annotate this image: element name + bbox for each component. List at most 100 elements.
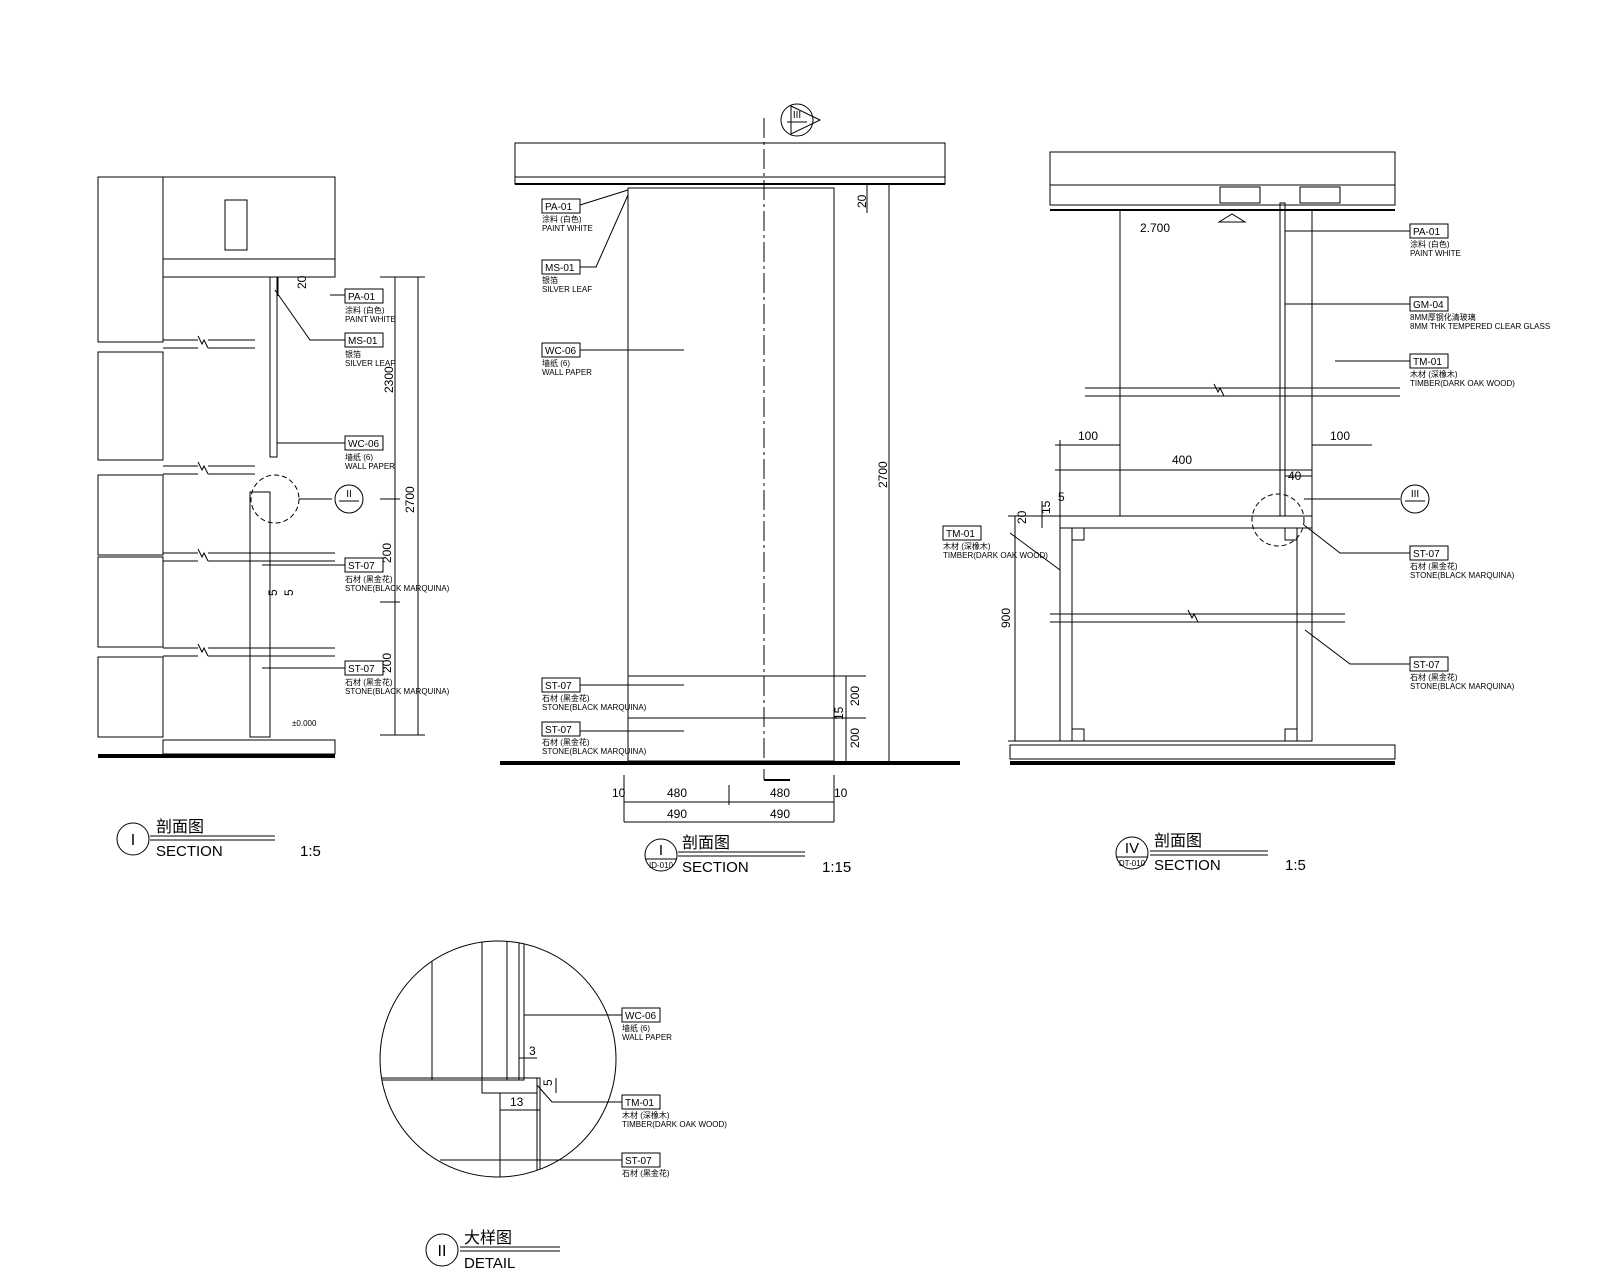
wallpaper-panel	[269, 276, 278, 458]
ceiling-slab	[162, 176, 336, 260]
frame-corner	[1071, 527, 1085, 541]
callout-III-label: III	[1411, 489, 1419, 500]
concrete-wall-block	[97, 351, 164, 461]
section-2-dimension-lines	[623, 184, 890, 823]
wallpaper-column	[627, 187, 835, 677]
svg-text:TIMBER(DARK OAK WOOD): TIMBER(DARK OAK WOOD)	[1410, 379, 1515, 388]
tag-st-07-upper: ST-07 石材 (黑金花) STONE(BLACK MARQUINA)	[1409, 545, 1515, 580]
dimension-40: 40	[1288, 469, 1302, 483]
tag-ms-01: MS-01 银箔 SILVER LEAF	[541, 259, 592, 294]
svg-text:PA-01: PA-01	[348, 292, 375, 303]
svg-text:TM-01: TM-01	[625, 1098, 654, 1109]
svg-text:PA-01: PA-01	[1413, 227, 1440, 238]
ceiling-channel	[1299, 186, 1341, 204]
svg-text:ST-07: ST-07	[1413, 660, 1440, 671]
glass-panel	[1279, 202, 1286, 517]
dimension-480-left: 480	[667, 786, 687, 800]
dimension-10-right: 10	[834, 786, 848, 800]
svg-text:石材 (黑金花): 石材 (黑金花)	[542, 693, 590, 703]
counter-void	[1071, 527, 1298, 742]
dimension-20: 20	[855, 194, 869, 208]
svg-text:涂料 (白色): 涂料 (白色)	[542, 214, 582, 224]
svg-text:剖面图: 剖面图	[682, 834, 730, 852]
tag-st-07-lower: ST-07 石材 (黑金花) STONE(BLACK MARQUINA)	[344, 660, 450, 696]
detail-callout-circle	[1251, 493, 1305, 547]
svg-text:MS-01: MS-01	[545, 263, 575, 274]
ceiling-board	[1049, 184, 1396, 206]
svg-text:PAINT WHITE: PAINT WHITE	[542, 224, 593, 233]
svg-text:银箔: 银箔	[345, 349, 361, 359]
stone-skirting	[249, 491, 271, 738]
svg-text:WALL PAPER: WALL PAPER	[345, 462, 395, 471]
svg-text:SECTION: SECTION	[682, 859, 749, 876]
dimension-5-lower: 5	[282, 589, 296, 596]
section-1-leaders	[262, 289, 345, 669]
concrete-wall-block	[97, 176, 164, 343]
svg-text:DETAIL: DETAIL	[464, 1255, 515, 1272]
svg-text:涂料 (白色): 涂料 (白色)	[345, 305, 385, 315]
svg-text:PAINT WHITE: PAINT WHITE	[1410, 249, 1461, 258]
svg-text:STONE(BLACK MARQUINA): STONE(BLACK MARQUINA)	[345, 687, 450, 696]
svg-text:SILVER LEAF: SILVER LEAF	[345, 359, 395, 368]
svg-text:木材 (深橡木): 木材 (深橡木)	[943, 541, 991, 551]
svg-text:TM-01: TM-01	[946, 529, 975, 540]
dimension-200-lower: 200	[848, 728, 862, 748]
svg-text:8MM THK TEMPERED CLEAR GLASS: 8MM THK TEMPERED CLEAR GLASS	[1410, 322, 1550, 331]
ceiling-channel	[224, 199, 248, 251]
tag-st-07-lower: ST-07 石材 (黑金花) STONE(BLACK MARQUINA)	[541, 721, 647, 756]
section-arrow	[790, 105, 822, 135]
concrete-wall-block	[97, 656, 164, 738]
svg-text:ST-07: ST-07	[545, 725, 572, 736]
ceiling-board	[162, 258, 336, 278]
svg-text:ST-07: ST-07	[348, 561, 375, 572]
stone-band-lower	[627, 717, 835, 762]
ceiling-slab	[1049, 151, 1396, 186]
counter-top	[1059, 515, 1313, 529]
detail-dimension-13: 13	[510, 1095, 524, 1109]
svg-text:TIMBER(DARK OAK WOOD): TIMBER(DARK OAK WOOD)	[622, 1120, 727, 1129]
section-4-drawing: 2.700 100 400 100	[942, 151, 1550, 874]
callout-III-symbol	[1400, 484, 1430, 514]
dimension-200-lower: 200	[380, 653, 394, 673]
callout-II-label: II	[346, 489, 352, 500]
svg-text:WC-06: WC-06	[545, 346, 577, 357]
svg-text:银箔: 银箔	[542, 275, 558, 285]
dimension-15: 15	[832, 706, 846, 720]
svg-text:1:5: 1:5	[300, 843, 321, 860]
tag-pa-01: PA-01 涂料 (白色) PAINT WHITE	[541, 198, 593, 233]
dimension-5-upper: 5	[266, 589, 280, 596]
svg-text:墙纸 (6): 墙纸 (6)	[622, 1023, 650, 1033]
svg-text:MS-01: MS-01	[348, 336, 378, 347]
frame-corner	[1284, 527, 1298, 541]
svg-text:1:15: 1:15	[822, 859, 851, 876]
svg-text:木材 (深橡木): 木材 (深橡木)	[622, 1110, 670, 1120]
tag-st-07-lower: ST-07 石材 (黑金花) STONE(BLACK MARQUINA)	[1409, 656, 1515, 691]
svg-text:WC-06: WC-06	[625, 1011, 657, 1022]
svg-text:石材 (黑金花): 石材 (黑金花)	[345, 677, 393, 687]
counter-side-right	[1296, 527, 1313, 742]
svg-text:PAINT WHITE: PAINT WHITE	[345, 315, 396, 324]
dimension-2300: 2300	[382, 366, 396, 393]
svg-text:STONE(BLACK MARQUINA): STONE(BLACK MARQUINA)	[542, 703, 647, 712]
dimension-100-right: 100	[1330, 429, 1350, 443]
ceiling-level: 2.700	[1140, 221, 1170, 235]
dimension-900: 900	[999, 608, 1013, 628]
concrete-wall-block	[97, 556, 164, 648]
svg-text:石材 (黑金花): 石材 (黑金花)	[622, 1168, 670, 1178]
dimension-490-right: 490	[770, 807, 790, 821]
svg-text:石材 (黑金花): 石材 (黑金花)	[1410, 561, 1458, 571]
svg-text:ST-07: ST-07	[545, 681, 572, 692]
svg-text:STONE(BLACK MARQUINA): STONE(BLACK MARQUINA)	[542, 747, 647, 756]
tag-wc-06: WC-06 墙纸 (6) WALL PAPER	[541, 342, 592, 377]
section-4-leaders	[1009, 230, 1410, 665]
svg-text:STONE(BLACK MARQUINA): STONE(BLACK MARQUINA)	[1410, 571, 1515, 580]
svg-text:TIMBER(DARK OAK WOOD): TIMBER(DARK OAK WOOD)	[943, 551, 1048, 560]
dimension-100-left: 100	[1078, 429, 1098, 443]
floor-screed	[162, 739, 336, 755]
svg-text:I: I	[659, 842, 663, 859]
dimension-5: 5	[1058, 490, 1065, 504]
stone-band-upper	[627, 675, 835, 719]
ceiling-slab	[514, 142, 946, 178]
section-2-drawing: III 20 2700 200 200 15 10 480 480 10 490…	[500, 103, 960, 876]
